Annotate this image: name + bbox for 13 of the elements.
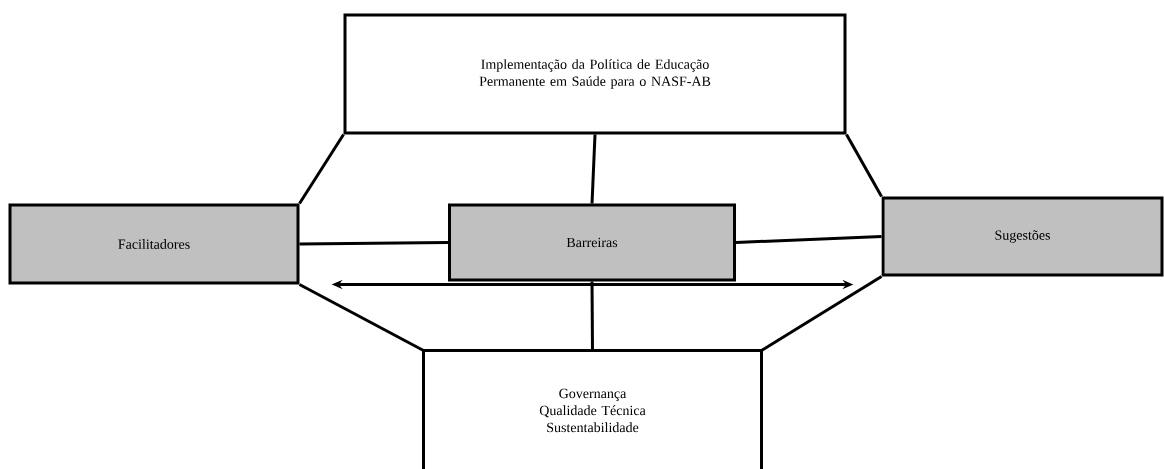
connector-line — [735, 235, 882, 244]
dimension-box: Governança Qualidade Técnica Sustentabilidade — [422, 349, 763, 469]
connector-line — [298, 133, 345, 205]
connector-line — [298, 283, 425, 352]
connector-line — [299, 241, 449, 246]
connector-line — [590, 281, 594, 351]
connector-line — [760, 275, 883, 352]
connector-line — [590, 134, 597, 204]
category-box: Facilitadores — [8, 203, 300, 285]
category-box: Sugestões — [881, 196, 1164, 277]
connector-line — [845, 133, 883, 198]
category-box: Barreiras — [448, 203, 736, 282]
title-box: Implementação da Política de Educação Permanente em Saúde para o NASF-AB — [343, 13, 847, 135]
